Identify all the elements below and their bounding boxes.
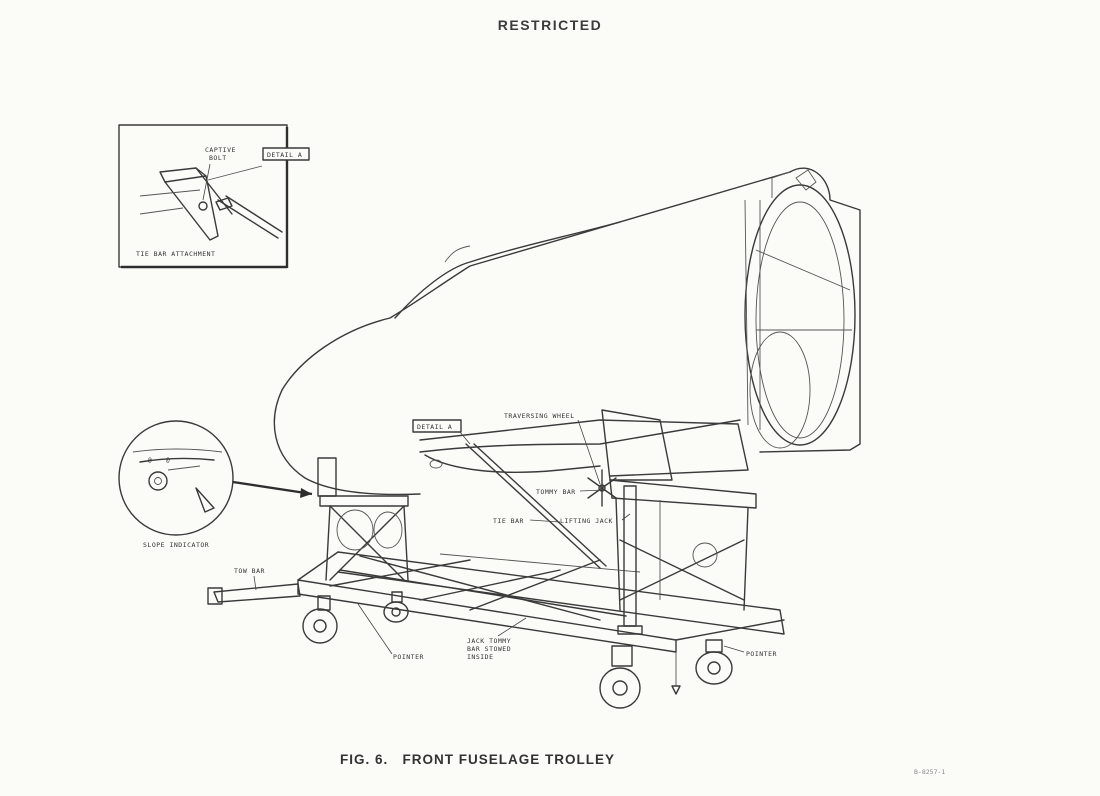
- pointer-right-label: POINTER: [746, 650, 777, 658]
- drawing-reference-number: B-8257-1: [914, 768, 946, 776]
- front-fuselage-section: [273, 167, 861, 496]
- svg-text:@: @: [166, 457, 170, 464]
- detail-a-callout-label: DETAIL A: [417, 423, 452, 431]
- svg-text:@: @: [148, 457, 152, 464]
- pointer-left-label: POINTER: [393, 653, 424, 661]
- caster-wheel-front-right: [383, 591, 409, 623]
- detail-a-box: [262, 147, 310, 161]
- tie-bar-attachment-sketch: [139, 165, 283, 241]
- trolley-frame: [207, 409, 785, 709]
- jack-tommy-label-1: JACK TOMMY: [467, 637, 511, 645]
- traversing-wheel-label: TRAVERSING WHEEL: [504, 412, 575, 420]
- jack-tommy-label-3: INSIDE: [467, 653, 493, 661]
- slope-indicator-detail: @ @ SLOPE INDICATOR: [118, 420, 313, 549]
- slope-indicator-label: SLOPE INDICATOR: [143, 541, 209, 549]
- tommy-bar-label: TOMMY BAR: [536, 488, 576, 496]
- detail-a-callout-box: [412, 419, 462, 433]
- jack-tommy-label-2: BAR STOWED: [467, 645, 511, 653]
- figure-caption: FIG. 6. FRONT FUSELAGE TROLLEY: [340, 752, 616, 767]
- captive-bolt-label-1: CAPTIVE: [205, 146, 236, 154]
- lifting-jack-label: LIFTING JACK: [560, 517, 613, 525]
- callout-labels: DETAIL A TRAVERSING WHEEL TOMMY BAR TIE …: [234, 412, 777, 661]
- detail-a-box-label: DETAIL A: [267, 151, 302, 159]
- tie-bar-attachment-label: TIE BAR ATTACHMENT: [136, 250, 215, 258]
- captive-bolt-label-2: BOLT: [209, 154, 227, 162]
- caster-wheel-front-left: [302, 595, 338, 644]
- tow-bar-label: TOW BAR: [234, 567, 265, 575]
- tie-bar-label: TIE BAR: [493, 517, 524, 525]
- classification-header: RESTRICTED: [497, 17, 603, 33]
- caster-wheel-rear-left: [599, 645, 641, 709]
- captive-bolt-leader: [202, 163, 211, 201]
- detail-a-inset: DETAIL A CAPTIVE BOLT TIE BAR ATTACHMENT: [118, 124, 310, 269]
- caster-wheel-rear-right: [695, 639, 733, 685]
